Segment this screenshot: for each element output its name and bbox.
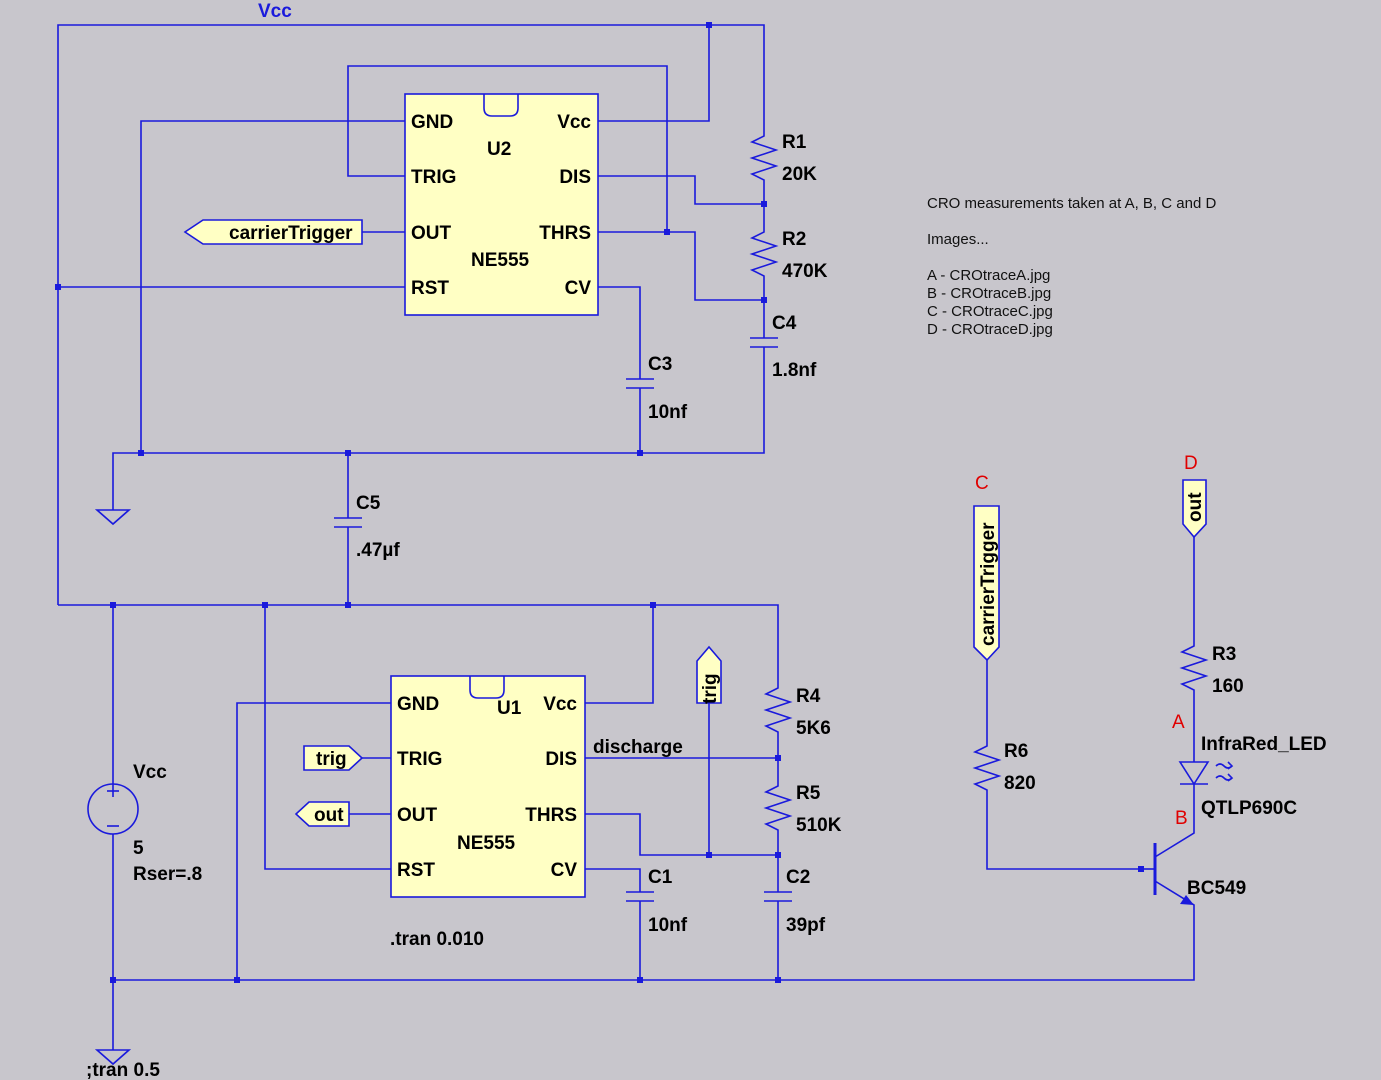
u2-name: U2 — [487, 139, 511, 160]
transistor-bc549[interactable]: BC549 — [1141, 826, 1246, 911]
r2-name: R2 — [782, 229, 806, 250]
led-name: InfraRed_LED — [1201, 734, 1327, 755]
c3-value: 10nf — [648, 402, 688, 423]
resistor-r3[interactable]: R3 160 — [1179, 640, 1244, 697]
u2-pin-thrs: THRS — [539, 223, 591, 244]
u2-pin-trig: TRIG — [411, 167, 456, 188]
u1-pin-dis: DIS — [545, 749, 577, 770]
vsrc-rser: Rser=.8 — [133, 864, 202, 885]
led-part: QTLP690C — [1201, 798, 1297, 819]
probe-b: B — [1175, 808, 1188, 829]
r3-value: 160 — [1212, 676, 1244, 697]
c2-name: C2 — [786, 867, 810, 888]
q1-name: BC549 — [1187, 878, 1246, 899]
u2-pin-rst: RST — [411, 278, 449, 299]
u1-pin-vcc: Vcc — [543, 694, 577, 715]
u2-ne555-chip[interactable]: GND TRIG OUT RST Vcc DIS THRS CV U2 NE55… — [404, 93, 599, 316]
capacitor-c1[interactable]: C1 10nf — [626, 867, 688, 936]
u2-pin-cv: CV — [565, 278, 592, 299]
u2-notch — [483, 94, 519, 117]
resistor-r1[interactable]: R1 20K — [749, 130, 817, 185]
c5-name: C5 — [356, 493, 381, 514]
ground-icon-top — [94, 509, 132, 526]
note-line-1: CRO measurements taken at A, B, C and D — [927, 195, 1216, 212]
u2-pin-out: OUT — [411, 223, 452, 244]
resistor-r4[interactable]: R4 5K6 — [763, 682, 831, 739]
u1-pin-trig: TRIG — [397, 749, 442, 770]
u1-pin-rst: RST — [397, 860, 435, 881]
vsrc-name: Vcc — [133, 762, 167, 783]
c5-value: .47µf — [356, 540, 400, 561]
u1-type: NE555 — [457, 833, 516, 854]
ground-icon-bottom — [94, 1049, 132, 1066]
u1-name: U1 — [497, 698, 522, 719]
u2-pin-vcc: Vcc — [557, 112, 591, 133]
flag-trig-in[interactable]: trig — [303, 745, 364, 771]
voltage-source-vcc[interactable]: Vcc 5 Rser=.8 — [87, 762, 202, 885]
r3-name: R3 — [1212, 644, 1236, 665]
c1-name: C1 — [648, 867, 673, 888]
note-line-6: D - CROtraceD.jpg — [927, 321, 1053, 338]
probe-a: A — [1172, 712, 1185, 733]
discharge-net-label: discharge — [593, 737, 683, 758]
tran-comment: ;tran 0.5 — [86, 1060, 160, 1080]
flag-out[interactable]: out — [294, 801, 350, 827]
flag-out-label: out — [314, 805, 344, 826]
flag-out-probe[interactable]: out — [1182, 479, 1207, 539]
capacitor-c2[interactable]: C2 39pf — [764, 867, 826, 936]
flag-trig-in-label: trig — [316, 749, 347, 770]
flag-carriertrigger-out-label: carrierTrigger — [229, 223, 353, 244]
vsrc-value: 5 — [133, 838, 144, 859]
probe-d: D — [1184, 453, 1198, 474]
flag-carriertrigger-in-label: carrierTrigger — [978, 522, 999, 646]
r5-value: 510K — [796, 815, 842, 836]
capacitor-c5[interactable]: C5 .47µf — [334, 493, 400, 561]
wires — [57, 24, 1195, 1050]
note-line-3: A - CROtraceA.jpg — [927, 267, 1050, 284]
r1-name: R1 — [782, 132, 807, 153]
u2-type: NE555 — [471, 250, 530, 271]
u1-notch — [469, 676, 505, 699]
resistor-r5[interactable]: R5 510K — [763, 780, 842, 836]
tran-directive: .tran 0.010 — [390, 929, 484, 950]
flag-carriertrigger-out[interactable]: carrierTrigger — [183, 219, 363, 245]
u1-pin-gnd: GND — [397, 694, 439, 715]
r4-value: 5K6 — [796, 718, 831, 739]
note-line-4: B - CROtraceB.jpg — [927, 285, 1051, 302]
r4-name: R4 — [796, 686, 821, 707]
flag-trig-vertical[interactable]: trig — [696, 645, 722, 704]
u1-ne555-chip[interactable]: GND TRIG OUT RST Vcc DIS THRS CV U1 NE55… — [390, 675, 586, 898]
flag-trig-vertical-label: trig — [700, 673, 721, 704]
note-line-5: C - CROtraceC.jpg — [927, 303, 1053, 320]
c4-name: C4 — [772, 313, 797, 334]
capacitor-c3[interactable]: C3 10nf — [626, 354, 688, 423]
resistor-r6[interactable]: R6 820 — [972, 740, 1036, 795]
c3-name: C3 — [648, 354, 672, 375]
resistor-r2[interactable]: R2 470K — [749, 225, 828, 282]
c1-value: 10nf — [648, 915, 688, 936]
r6-name: R6 — [1004, 741, 1028, 762]
infrared-led[interactable]: InfraRed_LED QTLP690C — [1178, 734, 1327, 819]
u1-pin-thrs: THRS — [525, 805, 577, 826]
u1-pin-out: OUT — [397, 805, 438, 826]
vcc-net-label: Vcc — [258, 1, 292, 22]
ir-emission-icon — [1215, 761, 1234, 782]
r5-name: R5 — [796, 783, 821, 804]
r2-value: 470K — [782, 261, 828, 282]
flag-out-probe-label: out — [1185, 492, 1206, 522]
probe-c: C — [975, 473, 989, 494]
u2-pin-gnd: GND — [411, 112, 453, 133]
u1-pin-cv: CV — [551, 860, 578, 881]
r1-value: 20K — [782, 164, 817, 185]
flag-carriertrigger-in[interactable]: carrierTrigger — [973, 505, 1000, 662]
cro-notes: CRO measurements taken at A, B, C and D … — [927, 195, 1216, 338]
note-line-2: Images... — [927, 231, 989, 248]
c4-value: 1.8nf — [772, 360, 817, 381]
junction-dots — [55, 22, 1144, 983]
r6-value: 820 — [1004, 773, 1036, 794]
c2-value: 39pf — [786, 915, 826, 936]
capacitor-c4[interactable]: C4 1.8nf — [750, 313, 817, 381]
u2-pin-dis: DIS — [559, 167, 591, 188]
